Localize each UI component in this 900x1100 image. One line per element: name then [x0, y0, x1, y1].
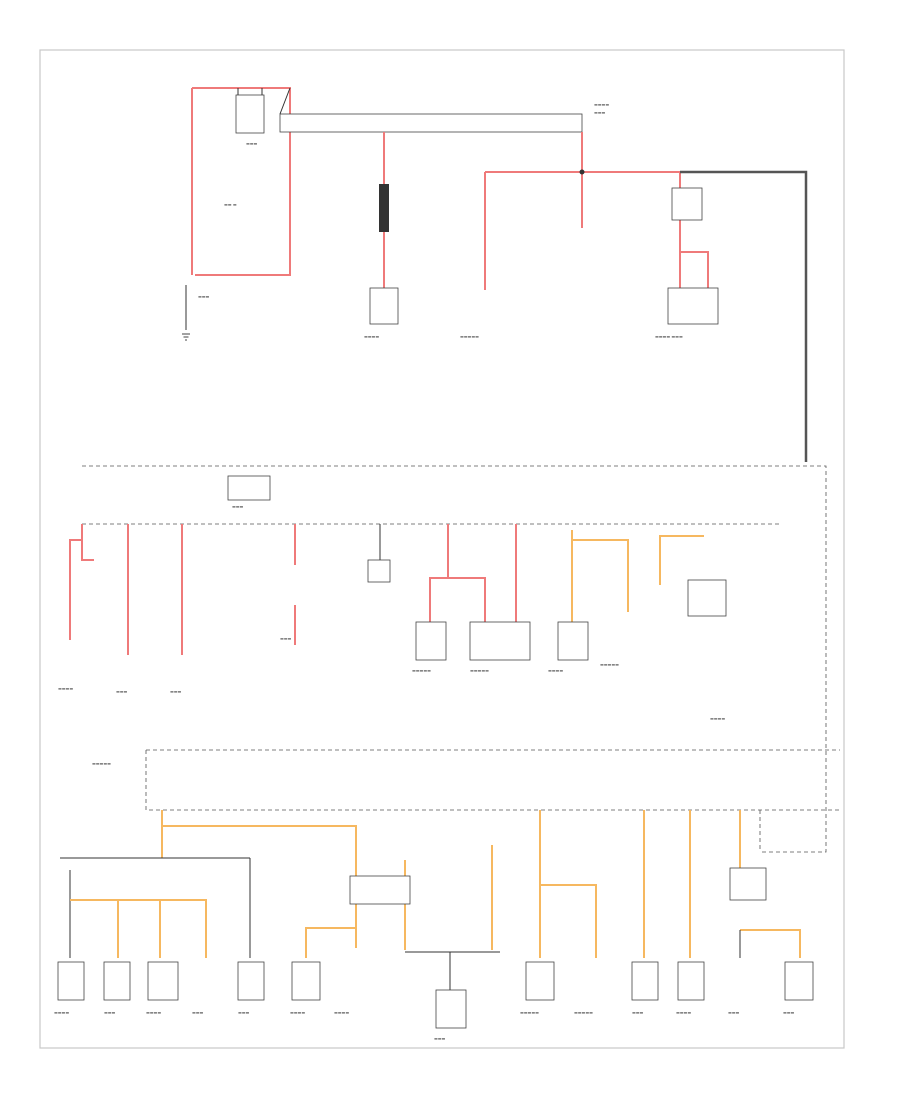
bottom-label-13: ▬▬▬ — [783, 1010, 795, 1015]
underhood-fuse-block-top: ▬▬▬▬ ▬▬▬ — [279, 87, 609, 133]
lower-fuse-block-label: ▬▬▬▬▬ — [92, 761, 111, 766]
battery-label: ▬▬▬ — [198, 294, 210, 299]
bottom-label-5: ▬▬▬ — [238, 1010, 250, 1015]
mid-fuse-block: ▬▬▬ — [82, 465, 827, 853]
mid-branch-1 — [69, 524, 94, 640]
relay-box-lower-left — [349, 875, 411, 905]
lower-fuse-block: ▬▬▬▬▬ — [92, 749, 840, 850]
circuit-breaker-box — [227, 475, 271, 501]
electronic-module-2 — [469, 621, 531, 661]
bottom-bus — [60, 857, 250, 958]
component-bottom-2 — [103, 961, 131, 1001]
bottom-label-10: ▬▬▬ — [632, 1010, 644, 1015]
bottom-branch-2 — [70, 899, 207, 958]
bottom-label-11: ▬▬▬▬ — [676, 1010, 691, 1015]
bottom-branch-8 — [539, 810, 597, 958]
fusible-link-label: ▬▬ ▬ — [224, 202, 237, 207]
generator-component — [369, 287, 399, 325]
component-bottom-1 — [57, 961, 85, 1001]
bottom-label-7: ▬▬▬▬ — [334, 1010, 349, 1015]
bottom-branch-1 — [161, 810, 357, 948]
bottom-label-2: ▬▬▬ — [104, 1010, 116, 1015]
rear-blower-module — [557, 621, 589, 661]
left-component-label: ▬▬▬▬ — [58, 686, 73, 691]
component-bottom-7 — [525, 961, 555, 1001]
component-bottom-5 — [291, 961, 321, 1001]
fuse-block-label: ▬▬▬▬ — [594, 102, 609, 107]
circuit-breaker-label: ▬▬▬ — [232, 504, 244, 509]
starter-label: ▬▬▬ — [246, 141, 258, 146]
component-bottom-4 — [237, 961, 265, 1001]
component-bottom-9 — [677, 961, 705, 1001]
electronic-module-1-label: ▬▬▬▬▬ — [412, 668, 431, 673]
bottom-label-4: ▬▬▬ — [192, 1010, 204, 1015]
mid-branch-9 — [659, 535, 704, 585]
bottom-branch-7 — [405, 951, 500, 990]
splice — [579, 169, 585, 175]
diagram-frame — [39, 49, 845, 1049]
bottom-branch-3 — [305, 927, 356, 958]
generator-label: ▬▬▬▬ — [364, 334, 379, 339]
relay-component — [687, 579, 727, 617]
ground-distribution-label: ▬▬▬▬▬ — [600, 662, 619, 667]
rear-blower-label: ▬▬▬▬▬ — [460, 334, 479, 339]
mid-branch-6 — [429, 524, 486, 622]
ground-symbol — [182, 333, 190, 341]
relay-label: ▬▬▬▬ — [710, 716, 725, 721]
bottom-label-8: ▬▬▬▬▬ — [520, 1010, 539, 1015]
mid-branch-8 — [571, 530, 629, 622]
bottom-label-12: ▬▬▬ — [728, 1010, 740, 1015]
electronic-module-1 — [415, 621, 447, 661]
abs-module-label: ▬▬▬▬ ▬▬▬ — [655, 334, 683, 339]
electronic-module-2-label: ▬▬▬▬▬ — [470, 668, 489, 673]
fuse-relay-component — [671, 187, 703, 221]
abs-module-component — [667, 287, 719, 325]
trailer-label: ▬▬▬ — [280, 636, 292, 641]
trailer-component — [367, 559, 391, 583]
fuse-block-bar — [279, 113, 583, 133]
bottom-label-9: ▬▬▬▬▬ — [574, 1010, 593, 1015]
component-bottom-6 — [435, 989, 467, 1029]
fusible-link-coil — [379, 184, 389, 232]
starter-component — [235, 94, 265, 134]
rear-blower-module-label: ▬▬▬▬ — [548, 668, 563, 673]
dark-feed-wire — [680, 170, 808, 462]
component-bottom-3 — [147, 961, 179, 1001]
instrument-cluster-label: ▬▬▬ — [170, 689, 182, 694]
bottom-label-1: ▬▬▬▬ — [54, 1010, 69, 1015]
bottom-label-3: ▬▬▬▬ — [146, 1010, 161, 1015]
bottom-label-14: ▬▬▬ — [434, 1036, 446, 1041]
battery-starter-circuit: ▬▬▬ ▬▬ ▬ ▬▬▬ — [182, 87, 291, 341]
relay-box-lower-right — [729, 867, 767, 901]
component-bottom-8 — [631, 961, 659, 1001]
bottom-branch-11 — [739, 810, 801, 958]
fuse-block-sub-label: ▬▬▬ — [594, 110, 606, 115]
component-bottom-10 — [784, 961, 814, 1001]
generator-circuit: ▬▬▬▬ — [364, 132, 399, 339]
top-right-branch: ▬▬▬▬ ▬▬▬ ▬▬▬▬▬ — [460, 132, 719, 339]
bottom-label-6: ▬▬▬▬ — [290, 1010, 305, 1015]
body-module-label: ▬▬▬ — [116, 689, 128, 694]
